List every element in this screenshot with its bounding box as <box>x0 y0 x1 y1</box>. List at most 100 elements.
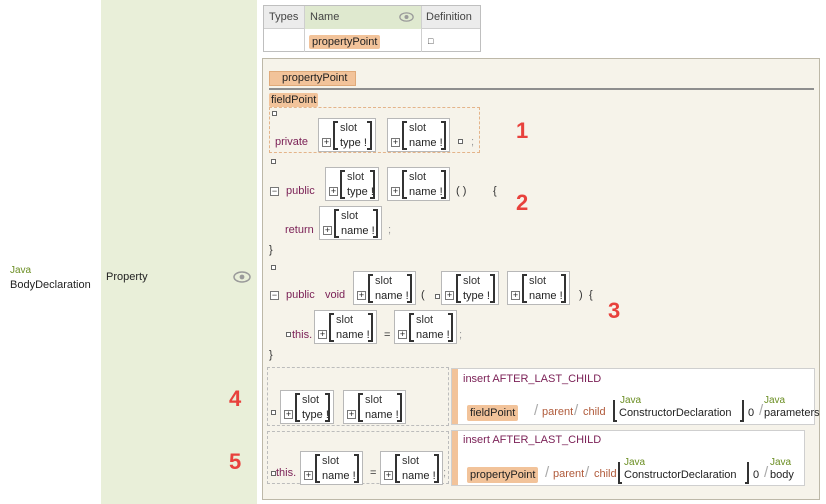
editor-title[interactable]: propertyPoint <box>269 71 356 86</box>
expand-icon[interactable]: + <box>323 225 332 235</box>
java-label: Java <box>620 395 642 406</box>
collapse-icon[interactable]: − <box>270 186 279 196</box>
path-index[interactable]: 0 <box>748 407 755 419</box>
placeholder-marker <box>272 111 277 116</box>
keyword-return: return <box>285 224 314 236</box>
expand-icon[interactable]: + <box>304 470 313 480</box>
slot-type[interactable]: + slot type ! <box>280 390 334 424</box>
insert-panel-accent <box>452 431 458 485</box>
insert-directive[interactable]: insert AFTER_LAST_CHILD <box>463 373 602 385</box>
expand-icon[interactable]: + <box>322 137 331 147</box>
slot-name[interactable]: + slot name ! <box>507 271 570 305</box>
slot-value: type ! <box>463 290 490 302</box>
expand-icon[interactable]: + <box>347 409 356 419</box>
concept-reference[interactable]: ConstructorDeclaration <box>624 469 737 481</box>
parameter-block <box>267 367 449 426</box>
parentheses: ( ) <box>456 185 467 197</box>
insert-directive[interactable]: insert AFTER_LAST_CHILD <box>463 434 602 446</box>
brace-open: { <box>589 289 593 301</box>
collapse-icon[interactable]: − <box>270 290 279 300</box>
slot-value: name ! <box>402 470 436 482</box>
insert-panel-body: insert AFTER_LAST_CHILD propertyPoint / … <box>451 430 805 486</box>
path-tail[interactable]: parameters <box>764 407 820 419</box>
keyword-this: this. <box>276 467 297 479</box>
slot-label: slot <box>341 210 359 222</box>
name-header[interactable]: Name <box>310 11 340 23</box>
slot-value: name ! <box>409 137 443 149</box>
eye-icon[interactable] <box>399 12 414 22</box>
slot-name[interactable]: + slot name ! <box>380 451 443 485</box>
keyword-public: public <box>286 185 315 197</box>
bracket <box>613 400 617 422</box>
slot-type[interactable]: + slot type ! <box>325 167 379 201</box>
slot-value: name ! <box>341 225 375 237</box>
java-label: Java <box>624 457 646 468</box>
path-index[interactable]: 0 <box>753 469 760 481</box>
semicolon: ; <box>388 224 392 236</box>
brace-close: } <box>269 349 273 361</box>
concept-reference[interactable]: ConstructorDeclaration <box>619 407 732 419</box>
name-header-highlight <box>305 6 421 29</box>
slot-type[interactable]: + slot type ! <box>441 271 499 305</box>
path-separator: / <box>534 402 539 419</box>
slot-label: slot <box>322 455 340 467</box>
title-rule <box>269 88 814 90</box>
bracket <box>745 462 749 484</box>
definition-header[interactable]: Definition <box>426 11 472 23</box>
placeholder-marker <box>286 332 291 337</box>
path-separator: / <box>545 464 550 481</box>
row-name-cell[interactable]: propertyPoint <box>309 35 381 49</box>
slot-label: slot <box>340 122 358 134</box>
bracket <box>740 400 744 422</box>
slot-name[interactable]: + slot name ! <box>353 271 416 305</box>
slot-name[interactable]: + slot name ! <box>319 206 382 240</box>
slot-name[interactable]: + slot name ! <box>394 310 457 344</box>
path-start[interactable]: propertyPoint <box>467 467 539 483</box>
editor-panel: propertyPoint fieldPoint private + slot … <box>229 58 820 500</box>
expand-icon[interactable]: + <box>445 290 454 300</box>
slot-name[interactable]: + slot name ! <box>343 390 406 424</box>
path-parent[interactable]: parent <box>553 468 585 480</box>
types-header[interactable]: Types <box>269 11 299 23</box>
semicolon: ; <box>459 329 463 341</box>
expand-icon[interactable]: + <box>318 329 327 339</box>
expand-icon[interactable]: + <box>398 329 407 339</box>
expand-icon[interactable]: + <box>357 290 366 300</box>
slot-value: name ! <box>365 409 399 421</box>
slot-name[interactable]: + slot name ! <box>387 167 450 201</box>
expand-icon[interactable]: + <box>511 290 520 300</box>
property-column <box>101 0 257 504</box>
semicolon: ; <box>471 136 475 148</box>
insert-panel-params: insert AFTER_LAST_CHILD fieldPoint / par… <box>451 368 820 425</box>
keyword-this: this. <box>292 329 313 341</box>
path-child[interactable]: child <box>583 406 606 418</box>
slot-name[interactable]: + slot name ! <box>387 118 450 152</box>
slot-name[interactable]: + slot name ! <box>300 451 363 485</box>
path-start[interactable]: fieldPoint <box>467 405 519 421</box>
keyword-public: public <box>286 289 315 301</box>
expand-icon[interactable]: + <box>329 186 338 196</box>
definition-cell[interactable]: □ <box>428 36 434 46</box>
expand-icon[interactable]: + <box>391 137 400 147</box>
placeholder-marker <box>271 159 276 164</box>
expand-icon[interactable]: + <box>391 186 400 196</box>
field-point-tag[interactable]: fieldPoint <box>269 93 319 107</box>
path-separator: / <box>759 402 764 419</box>
slot-label: slot <box>409 122 427 134</box>
annotation-4: 4 <box>229 386 242 411</box>
expand-icon[interactable]: + <box>384 470 393 480</box>
path-child[interactable]: child <box>594 468 617 480</box>
semicolon: ; <box>443 467 447 479</box>
property-name[interactable]: Property <box>106 271 148 283</box>
eye-icon[interactable] <box>233 271 251 283</box>
expand-icon[interactable]: + <box>284 409 293 419</box>
bracket <box>618 462 622 484</box>
slot-type[interactable]: + slot type ! <box>318 118 376 152</box>
slot-label: slot <box>409 171 427 183</box>
path-separator: / <box>764 464 769 481</box>
slot-name[interactable]: + slot name ! <box>314 310 377 344</box>
placeholder-marker <box>458 139 463 144</box>
path-tail[interactable]: body <box>770 469 794 481</box>
path-parent[interactable]: parent <box>542 406 574 418</box>
slot-value: type ! <box>347 186 374 198</box>
